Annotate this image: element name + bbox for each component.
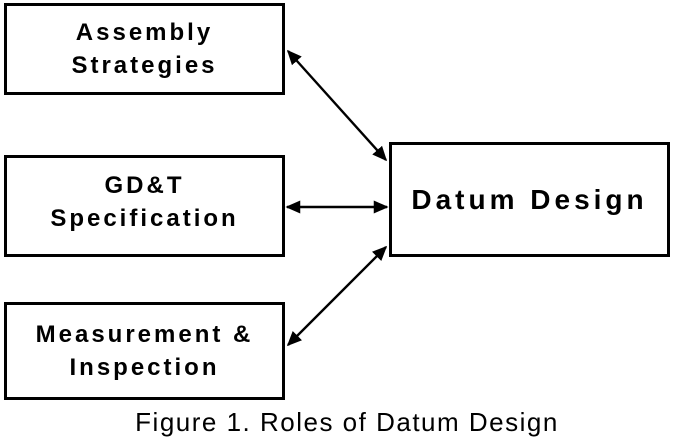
arrow-assembly-datum — [286, 49, 388, 162]
arrow-measurement-datum — [286, 245, 388, 347]
box-gdt-specification: GD&T Specification — [4, 155, 285, 257]
box-datum-label: Datum Design — [411, 184, 648, 215]
box-gdt-line1: GD&T — [104, 172, 185, 199]
box-assembly-strategies: Assembly Strategies — [4, 3, 285, 95]
box-measurement-inspection: Measurement & Inspection — [4, 302, 285, 400]
box-measurement-line1: Measurement & — [35, 321, 254, 348]
figure-caption: Figure 1. Roles of Datum Design — [135, 407, 559, 437]
box-gdt-line2: Specification — [50, 205, 239, 232]
box-datum-design: Datum Design — [389, 142, 670, 257]
box-measurement-line2: Inspection — [69, 354, 220, 381]
box-assembly-line2: Strategies — [71, 52, 218, 79]
box-assembly-line1: Assembly — [75, 19, 214, 46]
